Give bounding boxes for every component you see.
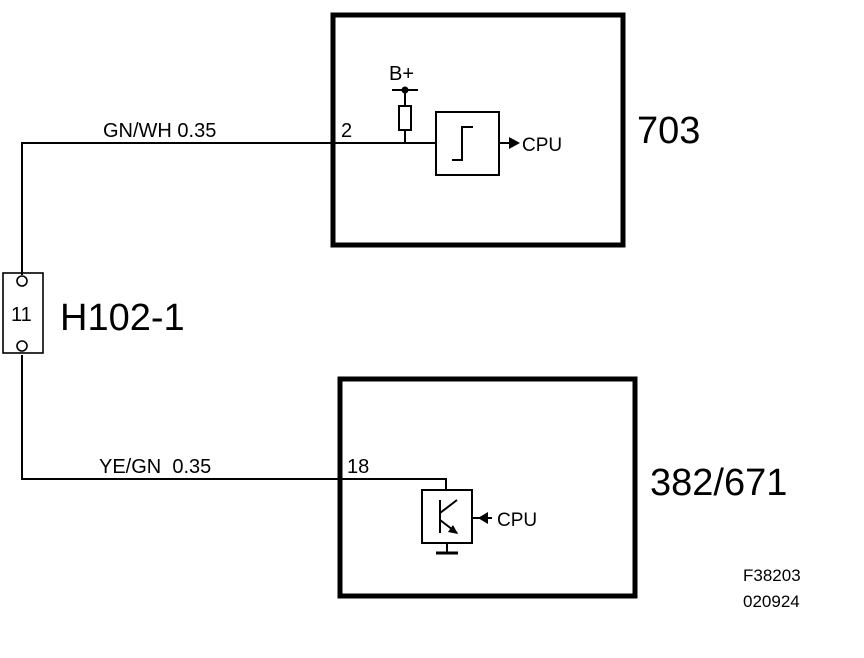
wire-top [21,142,436,275]
cpu-output-arrow-icon [509,137,520,149]
cpu-output-label: CPU [522,135,562,156]
wire-bottom-label: YE/GN 0.35 [99,456,211,478]
connector-label: H102-1 [60,297,185,339]
module-382-671-pin-label: 18 [347,456,369,478]
module-382-671-label: 382/671 [650,462,787,504]
module-703-pin-label: 2 [341,120,352,142]
cpu-input-label: CPU [497,510,537,531]
module-703-box [330,12,626,248]
cpu-input-arrow-icon [478,512,488,524]
wire-top-label: GN/WH 0.35 [103,120,216,142]
connector-h102-1: 11 [2,272,44,354]
transistor-switch-icon [421,489,473,544]
module-703-label: 703 [637,110,700,152]
reference-date: 020924 [743,592,800,611]
connector-pin-label: 11 [11,304,32,326]
ground-icon [436,543,458,555]
resistor-icon [398,105,412,131]
reference-code: F38203 [743,566,801,585]
schmitt-trigger-icon [435,111,500,176]
module-382-671-box [337,376,638,599]
supply-label: B+ [389,63,414,85]
wire-bottom [21,355,447,490]
